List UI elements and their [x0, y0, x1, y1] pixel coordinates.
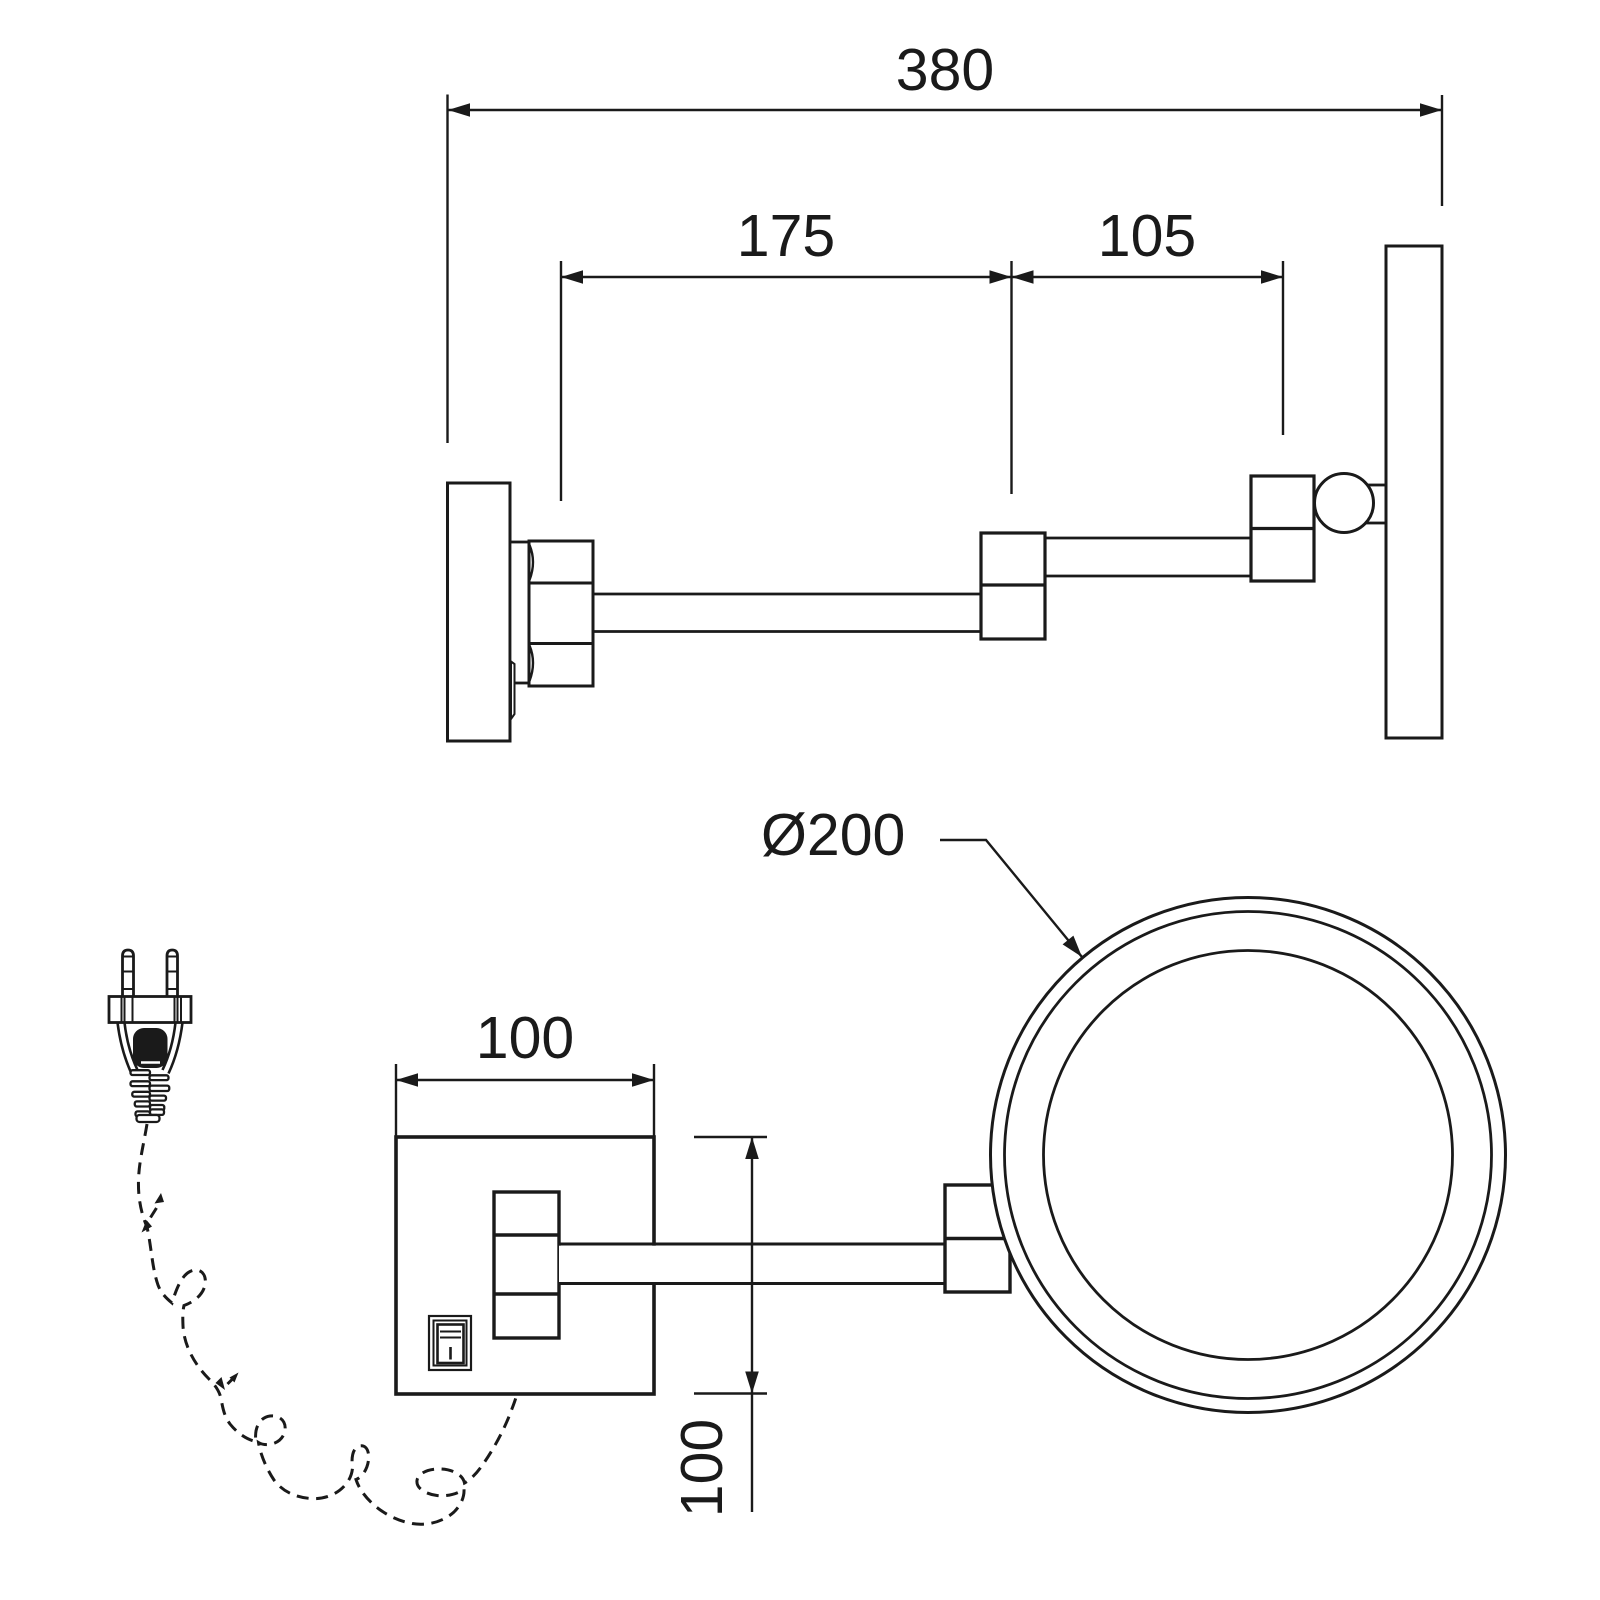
svg-text:100: 100 [669, 1419, 735, 1517]
svg-text:Ø200: Ø200 [761, 802, 905, 868]
svg-text:105: 105 [1098, 203, 1196, 269]
svg-text:380: 380 [896, 37, 994, 103]
svg-text:175: 175 [737, 203, 835, 269]
svg-text:100: 100 [476, 1005, 574, 1071]
